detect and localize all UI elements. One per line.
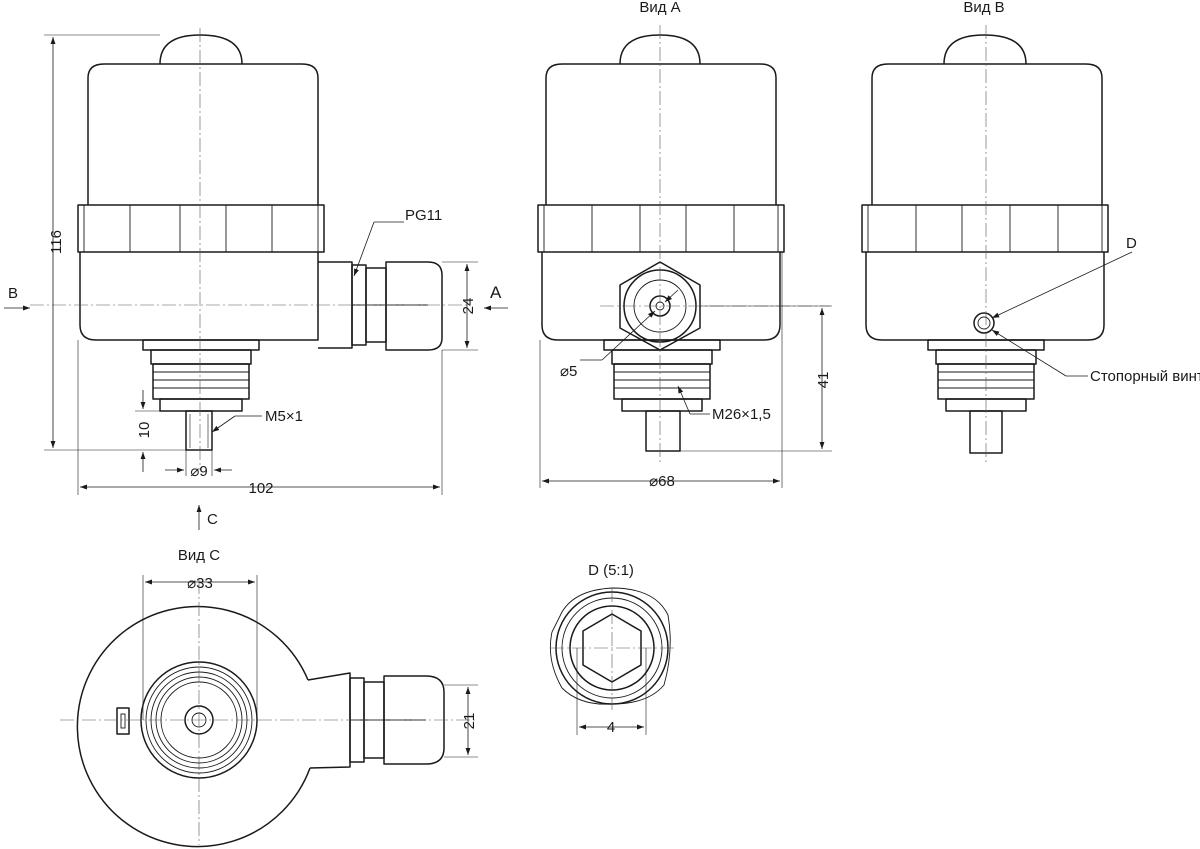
detail-d: D (5:1) <box>549 562 674 710</box>
view-a-title: Вид A <box>639 0 680 16</box>
view-a-dimensions: ⌀68 41 ⌀5 M26×1,5 <box>539 252 832 490</box>
dim-height-total: 116 <box>48 230 65 254</box>
arrow-b-label: B <box>8 285 18 302</box>
front-view <box>30 28 470 470</box>
dim-flange-diameter: ⌀33 <box>187 575 213 592</box>
dim-detail-width: 4 <box>607 719 615 736</box>
view-arrows: B A C <box>4 283 508 530</box>
dim-width-total: 102 <box>248 480 273 497</box>
detail-d-title: D (5:1) <box>588 562 634 579</box>
arrow-a-label: A <box>490 283 502 302</box>
callout-probe-thread: M5×1 <box>265 408 303 425</box>
view-c-dimensions: ⌀33 21 <box>142 575 478 758</box>
view-b-title: Вид B <box>963 0 1004 16</box>
callout-mount-thread: M26×1,5 <box>712 406 771 423</box>
dim-probe-length: 10 <box>136 422 153 439</box>
dim-body-diameter: ⌀68 <box>649 473 675 490</box>
view-c: Вид C <box>60 547 478 848</box>
dim-gland-height: 24 <box>460 298 477 315</box>
dim-height-lower: 41 <box>815 372 832 389</box>
dim-port-diameter: ⌀5 <box>560 363 577 380</box>
detail-d-dimensions: 4 <box>576 648 647 736</box>
dim-probe-diameter: ⌀9 <box>190 463 207 480</box>
view-b: Вид B <box>861 0 1109 465</box>
view-c-title: Вид C <box>178 547 220 564</box>
arrow-c-label: C <box>207 511 218 528</box>
view-b-callouts: D Стопорный винт <box>991 235 1200 385</box>
callout-d-label: D <box>1126 235 1137 252</box>
view-a: Вид A <box>537 0 830 465</box>
callout-gland-thread: PG11 <box>405 207 442 224</box>
callout-set-screw: Стопорный винт <box>1090 368 1200 385</box>
front-view-dimensions: 116 102 24 10 ⌀9 PG11 M5×1 <box>44 34 478 497</box>
dim-gland-width: 21 <box>461 713 478 730</box>
